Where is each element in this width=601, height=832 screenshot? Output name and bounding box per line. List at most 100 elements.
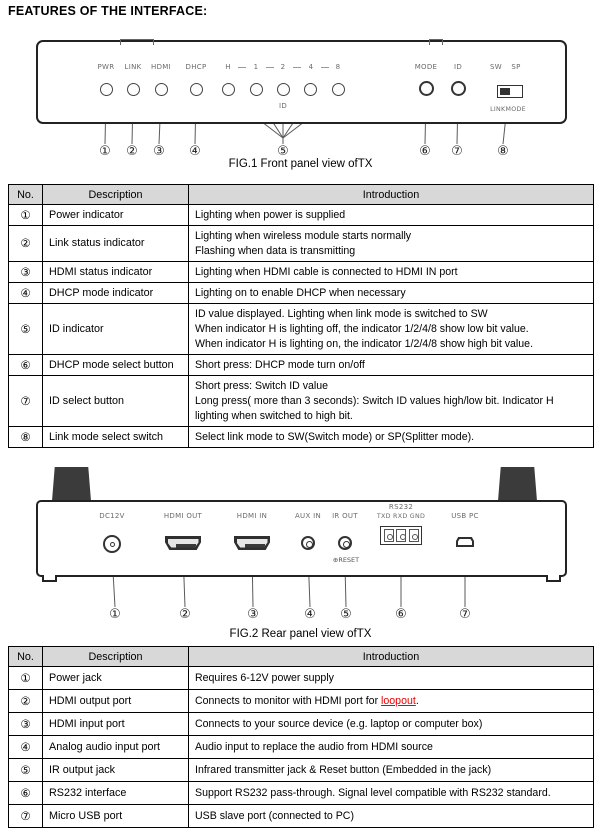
antenna-right-icon [498,467,537,501]
callout-3: ③ [153,144,165,159]
hdmi-out-label: HDMI OUT [163,512,203,520]
hdmi-out-port [165,536,201,550]
reset-label: ⊕RESET [325,556,367,564]
row-no: ③ [8,261,43,283]
row-introduction: Lighting when power is supplied [188,204,594,226]
hdmi-in-label: HDMI IN [236,512,268,520]
row-introduction: Support RS232 pass-through. Signal level… [188,781,594,805]
row-description: Link status indicator [42,225,189,262]
panel-foot [42,575,57,582]
row-description: DHCP mode select button [42,354,189,376]
callout-1: ① [109,607,121,622]
front-panel-outline [36,39,567,124]
row-introduction: Infrared transmitter jack & Reset button… [188,758,594,782]
panel-foot [546,575,561,582]
label-dash [293,67,301,68]
id-led-2-label: 2 [280,63,286,71]
id-led-2 [276,83,290,96]
fig1-caption: FIG.1 Front panel view ofTX [228,158,373,170]
row-no: ⑧ [8,426,43,448]
callout-1: ① [99,144,111,159]
row-description: DHCP mode indicator [42,282,189,304]
hdmi-slot [175,543,196,548]
label-dash [265,67,274,68]
callout-2: ② [126,144,138,159]
table-header-row: No. Description Introduction [8,184,594,205]
aux-in-label: AUX IN [294,512,322,520]
power-jack-pin [109,541,115,547]
ir-out-jack [338,536,352,550]
fig2-rear-panel-diagram: DC12V HDMI OUT HDMI IN AUX IN IR OUT RS2… [0,455,601,627]
antenna-left-icon [52,467,91,501]
intro-text: . [415,694,419,707]
row-no: ⑤ [8,758,43,782]
row-no: ⑥ [8,354,43,376]
id-group-label: ID [273,102,293,110]
row-description: ID select button [42,375,189,427]
callout-4: ④ [189,144,201,159]
rs232-pins-label: TXD RXD GND [376,513,426,520]
hdmi-led [154,83,168,96]
callout-6: ⑥ [419,144,431,159]
row-no: ⑤ [8,303,43,355]
intro-text: Connects to monitor with HDMI port for [195,694,382,707]
row-introduction: Short press: DHCP mode turn on/off [188,354,594,376]
row-no: ⑦ [8,804,43,828]
power-jack [103,535,121,553]
row-description: RS232 interface [42,781,189,805]
sp-label: SP [511,63,521,71]
mount-notch-icon [120,39,154,45]
hdmi-in-port [234,536,270,550]
row-description: Power jack [42,666,189,690]
id-led-8-label: 8 [335,63,341,71]
mount-notch-icon [429,39,443,45]
link-led-label: LINK [124,63,142,71]
row-description: HDMI status indicator [42,261,189,283]
hdmi-in-inner [236,538,268,548]
callout-6: ⑥ [395,607,407,622]
id-button-label: ID [453,63,463,71]
rs232-pin-txd [383,529,394,542]
row-no: ④ [8,282,43,304]
column-header-description: Description [42,646,189,667]
pwr-led [99,83,113,96]
rs232-pin-gnd [408,529,419,542]
row-introduction: Connects to your source device (e.g. lap… [188,712,594,736]
id-led-1 [249,83,263,96]
row-introduction: Audio input to replace the audio from HD… [188,735,594,759]
sw-label: SW [490,63,502,71]
row-introduction: Short press: Switch ID value Long press(… [188,375,594,427]
dc12v-label: DC12V [99,512,125,520]
usb-pc-inner [458,539,472,545]
column-header-description: Description [42,184,189,205]
loopout-highlight: loopout [381,694,416,707]
dhcp-led-label: DHCP [185,63,207,71]
switch-knob [500,88,510,95]
id-led-1-label: 1 [253,63,259,71]
label-dash [320,67,329,68]
id-led-h [221,83,235,96]
row-description: HDMI input port [42,712,189,736]
callout-7: ⑦ [451,144,463,159]
id-led-4 [303,83,317,96]
column-header-no: No. [8,646,43,667]
callout-5: ⑤ [277,144,289,159]
column-header-no: No. [8,184,43,205]
callout-4: ④ [304,607,316,622]
reset-icon: ⊕ [332,556,339,564]
aux-in-jack [301,536,315,550]
row-introduction: ID value displayed. Lighting when link m… [188,303,594,355]
column-header-introduction: Introduction [188,184,594,205]
mode-button-label: MODE [414,63,438,71]
hdmi-slot [244,543,265,548]
column-header-introduction: Introduction [188,646,594,667]
